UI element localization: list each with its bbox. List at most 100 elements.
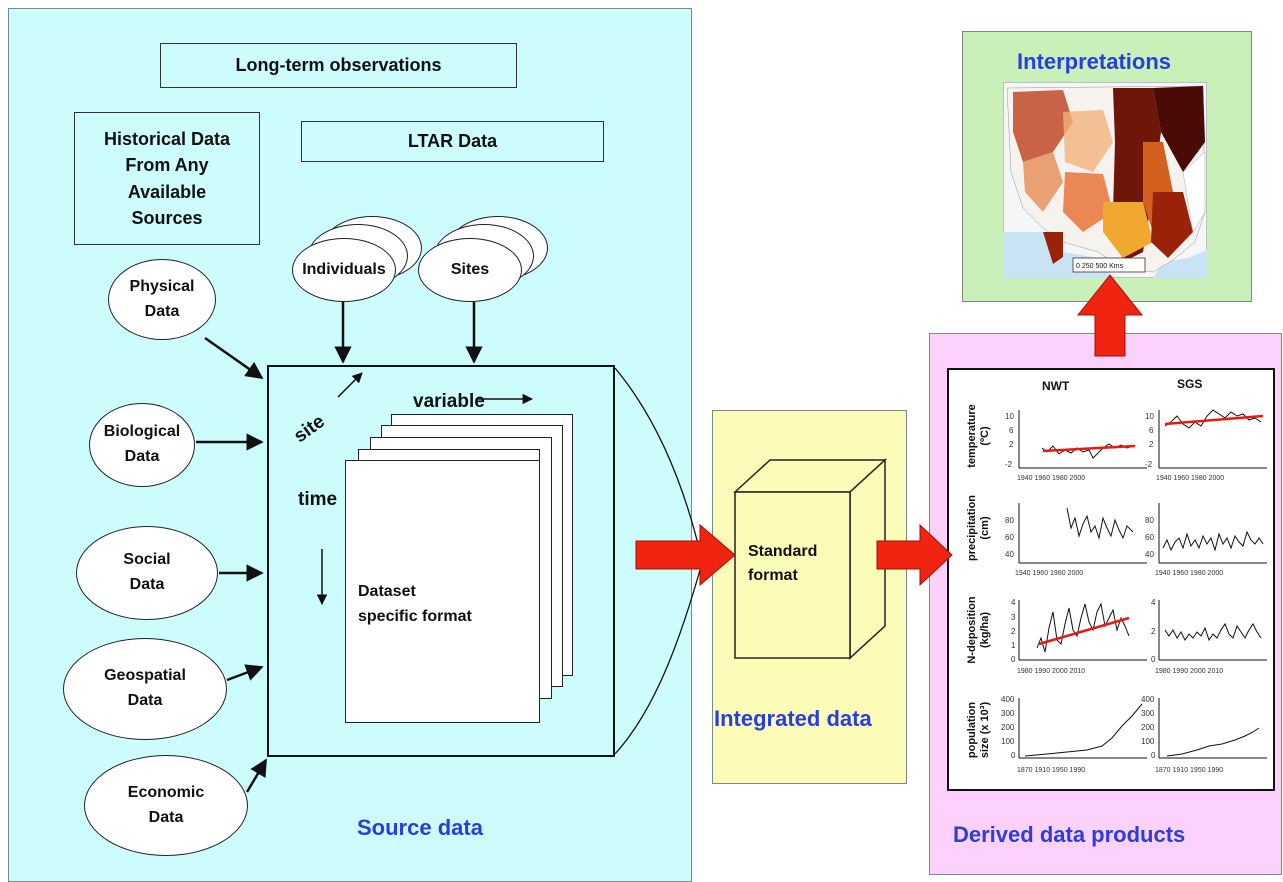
row-population-label: population size (x 10³) — [966, 702, 991, 759]
time-label: time — [298, 489, 338, 510]
biological-data-label-1: Biological — [103, 423, 181, 441]
row-precipitation-label: precipitation (cm) — [966, 495, 991, 561]
historical-line: Historical Data — [103, 129, 231, 150]
tick: 100 — [1141, 737, 1155, 746]
map-scale-label: 0 250 500 Kms — [1076, 263, 1124, 270]
economic-data-oval: Economic Data — [84, 755, 248, 856]
series-line — [1024, 703, 1143, 757]
tick: 60 — [1145, 533, 1154, 542]
tick: 40 — [1145, 550, 1154, 559]
historical-line: Sources — [131, 207, 203, 228]
long-term-observations-box: Long-term observations — [160, 43, 517, 88]
tick: 80 — [1005, 516, 1014, 525]
row-label-temperature: temperature — [966, 404, 978, 468]
series-line — [1166, 727, 1260, 757]
tick: 2 — [1011, 627, 1016, 636]
series-line — [1036, 602, 1130, 653]
series-line — [1164, 622, 1262, 642]
tick: -2 — [1145, 460, 1153, 469]
row-label-precipitation-unit: (cm) — [979, 516, 991, 540]
social-data-oval: Social Data — [76, 526, 218, 620]
long-term-observations-label: Long-term observations — [235, 55, 442, 76]
standard-format-line1: Standard — [748, 543, 818, 560]
trend-line — [1042, 444, 1136, 453]
individuals-label: Individuals — [302, 260, 386, 278]
biological-data-oval: Biological Data — [89, 403, 195, 487]
tick: 3 — [1011, 613, 1016, 622]
ltar-data-label: LTAR Data — [407, 131, 498, 152]
trend-line — [1164, 414, 1264, 426]
chart-nwt-ndeposition: 4 3 2 1 0 1980 1990 2000 2010 — [1011, 598, 1147, 675]
geospatial-data-label-1: Geospatial — [104, 667, 186, 685]
tick: 40 — [1005, 550, 1014, 559]
tick: 1940 1960 1980 2000 — [1017, 475, 1085, 482]
chart-nwt-temperature: 10 6 2 -2 1940 1960 1980 2000 — [1005, 410, 1147, 482]
tick: 200 — [1001, 723, 1015, 732]
historical-line: Available — [127, 181, 207, 202]
row-ndeposition-label: N-deposition (kg/ha) — [966, 596, 991, 663]
dataset-format-line2: specific format — [358, 607, 472, 625]
col-sgs-label: SGS — [1177, 377, 1202, 391]
tick: 4 — [1011, 598, 1016, 607]
tick: 400 — [1001, 695, 1015, 704]
tick: 1870 1910 1950 1990 — [1017, 767, 1085, 774]
economic-data-label-1: Economic — [127, 783, 205, 801]
individuals-oval: Individuals — [292, 238, 396, 302]
derived-data-caption: Derived data products — [953, 822, 1186, 847]
physical-data-oval: Physical Data — [108, 259, 216, 340]
sites-oval: Sites — [418, 238, 522, 302]
cube-side-face — [849, 458, 886, 660]
tick: 0 — [1011, 655, 1016, 664]
tick: 0 — [1011, 751, 1016, 760]
row-label-ndeposition: N-deposition — [966, 596, 978, 663]
ltar-data-box: LTAR Data — [301, 121, 604, 162]
variable-label: variable — [413, 391, 485, 412]
tick: 2 — [1149, 440, 1154, 449]
sites-label: Sites — [450, 260, 490, 278]
sheet-front — [345, 460, 540, 723]
tick: 400 — [1141, 695, 1155, 704]
tick: 10 — [1145, 412, 1154, 421]
tick: 0 — [1151, 751, 1156, 760]
row-label-temperature-unit: (ºC) — [979, 426, 991, 446]
tick: 1940 1960 1980 2000 — [1155, 570, 1223, 577]
tick: 100 — [1001, 737, 1015, 746]
chart-sgs-ndeposition: 4 2 0 1980 1990 2000 2010 — [1151, 598, 1267, 675]
row-label-precipitation: precipitation — [966, 495, 978, 561]
tick: 80 — [1145, 516, 1154, 525]
geospatial-data-oval: Geospatial Data — [63, 638, 227, 740]
us-map-image: 0 250 500 Kms — [1003, 82, 1207, 278]
tick: 0 — [1151, 655, 1156, 664]
source-data-caption: Source data — [357, 815, 483, 840]
tick: 1 — [1011, 641, 1016, 650]
tick: 4 — [1151, 598, 1156, 607]
physical-data-label-1: Physical — [129, 277, 195, 295]
chart-sgs-temperature: 10 6 2 -2 1940 1960 1980 2000 — [1145, 409, 1267, 482]
chart-nwt-population: 400 300 200 100 0 1870 1910 1950 1990 — [1001, 695, 1147, 774]
social-data-label-2: Data — [129, 576, 165, 593]
derived-charts: NWT SGS temperature (ºC) 10 6 2 -2 1940 … — [966, 377, 1267, 774]
tick: 300 — [1001, 709, 1015, 718]
physical-data-label-2: Data — [144, 302, 180, 320]
tick: 60 — [1005, 533, 1014, 542]
row-temperature-label: temperature (ºC) — [966, 404, 991, 468]
tick: 6 — [1149, 426, 1154, 435]
chart-nwt-precipitation: 80 60 40 1940 1960 1980 2000 — [1005, 503, 1147, 577]
chart-sgs-precipitation: 80 60 40 1940 1960 1980 2000 — [1145, 503, 1267, 577]
historical-data-box: Historical Data From Any Available Sourc… — [74, 112, 260, 245]
chart-sgs-population: 400 300 200 100 0 1870 1910 1950 1990 — [1141, 695, 1267, 774]
tick: 1980 1990 2000 2010 — [1155, 668, 1223, 675]
tick: 2 — [1009, 440, 1014, 449]
historical-line: From Any — [125, 155, 209, 176]
standard-format-label: Standard format — [748, 540, 817, 588]
series-line — [1164, 409, 1262, 429]
cube-front-face — [734, 491, 851, 659]
geospatial-data-label-2: Data — [127, 692, 163, 709]
tick: 200 — [1141, 723, 1155, 732]
economic-data-label-2: Data — [148, 808, 184, 826]
dataset-format-line1: Dataset — [358, 583, 416, 600]
tick: 10 — [1005, 412, 1014, 421]
tick: 2 — [1151, 627, 1156, 636]
col-nwt-label: NWT — [1042, 379, 1070, 393]
interpretations-title: Interpretations — [1017, 49, 1172, 74]
